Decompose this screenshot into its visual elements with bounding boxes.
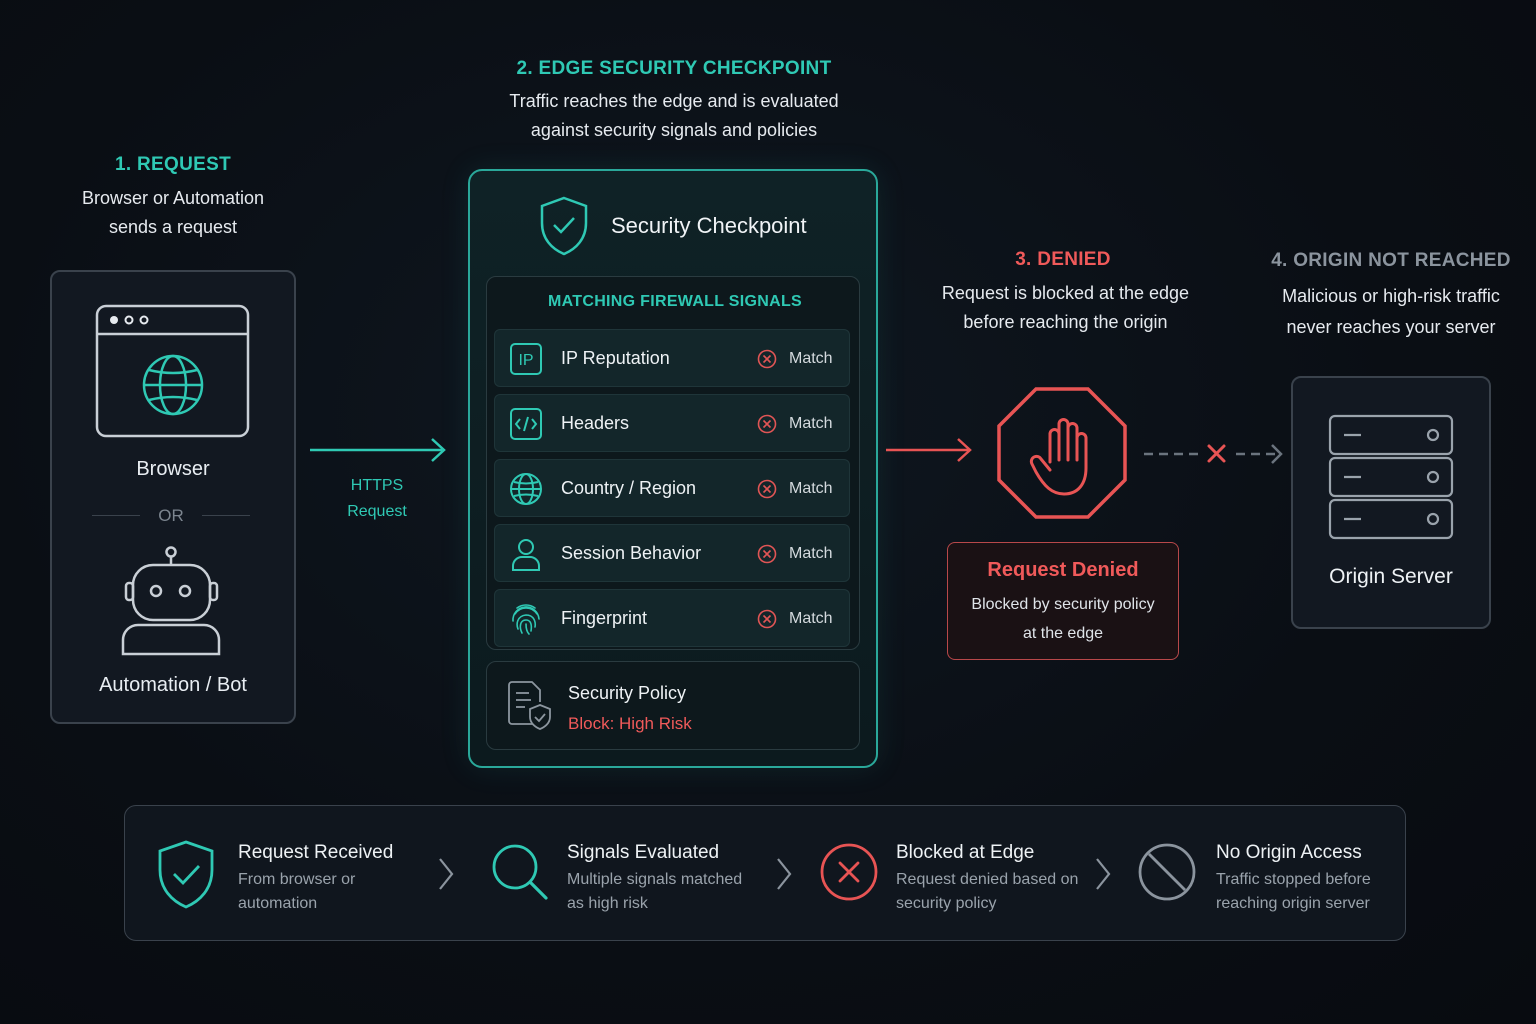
policy-document-icon [508,681,551,730]
denied-arrow-icon [886,438,972,462]
signal-label: Fingerprint [561,608,648,628]
client-card [50,270,296,724]
step4-title: 4. ORIGIN NOT REACHED [1271,250,1511,271]
summary-desc: From browser or automation [238,868,355,916]
summary-desc-line2: as high risk [567,895,648,912]
code-icon [510,408,542,440]
globe-icon [510,473,542,505]
summary-desc: Multiple signals matched as high risk [567,868,742,916]
protocol-label: HTTPS [350,477,404,494]
signal-label: Session Behavior [561,543,702,563]
signal-row-ip-reputation: IP IP Reputation Match [494,329,850,387]
blocked-path-arrow-icon [1144,444,1283,464]
step1-desc-line2: sends a request [108,217,238,237]
x-circle-icon [757,544,777,564]
denied-title: Request Denied [987,559,1139,581]
globe-icon [142,354,204,416]
step1-desc-line1: Browser or Automation [81,188,265,208]
shield-check-icon [540,196,588,256]
request-denied-box [947,542,1179,660]
denied-desc: Blocked by security policy at the edge [947,590,1179,648]
signal-status: Match [789,350,833,367]
shield-check-icon [158,840,214,909]
signal-row-headers: Headers Match [494,394,850,452]
summary-desc-line1: From browser or [238,871,356,888]
signal-status: Match [789,415,833,432]
checkpoint-title: Security Checkpoint [611,213,807,238]
browser-label: Browser [136,458,210,480]
summary-desc: Traffic stopped before reaching origin s… [1216,868,1371,916]
summary-title: Blocked at Edge [896,842,1035,863]
https-request-label: HTTPS Request [320,473,434,525]
summary-desc-line1: Traffic stopped before [1216,871,1371,888]
policy-value: Block: High Risk [568,714,692,733]
step2-desc: Traffic reaches the edge and is evaluate… [450,87,898,145]
stop-hand-icon [997,387,1127,519]
signal-label: IP Reputation [561,348,670,368]
chevron-right-icon [1096,858,1111,890]
policy-title: Security Policy [568,683,687,703]
step2-title: 2. EDGE SECURITY CHECKPOINT [516,58,832,79]
security-policy-panel [486,661,860,750]
or-label: OR [158,506,184,525]
origin-server-card [1291,376,1491,629]
browser-window-icon [95,304,250,438]
server-icon [1328,414,1454,540]
x-circle-icon [757,479,777,499]
fingerprint-icon [512,604,540,635]
no-entry-icon [1138,843,1196,901]
step2-desc-line2: against security signals and policies [530,120,818,140]
or-divider-right [202,515,250,516]
step3-desc-line1: Request is blocked at the edge [941,283,1190,303]
summary-bar [124,805,1406,941]
magnifier-icon [492,844,548,900]
chevron-right-icon [439,858,454,890]
https-arrow-icon [310,438,446,462]
x-circle-icon [757,609,777,629]
signal-row-fingerprint: Fingerprint Match [494,589,850,647]
request-label: Request [347,503,407,520]
x-circle-icon [820,843,878,901]
signal-row-session-behavior: Session Behavior Match [494,524,850,582]
ip-icon-text: IP [518,352,533,369]
summary-desc-line1: Request denied based on [896,871,1079,888]
chevron-right-icon [777,858,792,890]
ip-icon: IP [510,343,542,375]
signal-row-country-region: Country / Region Match [494,459,850,517]
denied-desc-line1: Blocked by security policy [971,596,1155,613]
signal-label: Country / Region [561,478,697,498]
step4-desc-line2: never reaches your server [1286,317,1496,337]
bot-label: Automation / Bot [99,674,247,696]
signals-heading: MATCHING FIREWALL SIGNALS [547,293,802,310]
step1-desc: Browser or Automation sends a request [48,184,298,242]
origin-label: Origin Server [1329,565,1453,588]
or-divider-left [92,515,140,516]
summary-title: No Origin Access [1216,842,1362,863]
signal-status: Match [789,610,833,627]
step3-title: 3. DENIED [1015,249,1111,270]
signal-status: Match [789,545,833,562]
summary-title: Request Received [238,842,394,863]
summary-desc-line2: security policy [896,895,997,912]
x-circle-icon [757,349,777,369]
signal-status: Match [789,480,833,497]
step3-desc-line2: before reaching the origin [963,312,1168,332]
denied-desc-line2: at the edge [1022,625,1104,642]
summary-desc-line2: reaching origin server [1216,895,1370,912]
step3-desc: Request is blocked at the edge before re… [928,279,1203,337]
step2-desc-line1: Traffic reaches the edge and is evaluate… [509,91,839,111]
robot-icon [121,546,221,656]
summary-desc-line2: automation [238,895,318,912]
step4-desc: Malicious or high-risk traffic never rea… [1255,281,1527,343]
summary-title: Signals Evaluated [567,842,720,863]
signal-label: Headers [561,413,630,433]
x-circle-icon [757,414,777,434]
summary-desc: Request denied based on security policy [896,868,1078,916]
step4-desc-line1: Malicious or high-risk traffic [1282,286,1500,306]
step1-title: 1. REQUEST [115,154,231,175]
summary-desc-line1: Multiple signals matched [567,871,743,888]
user-icon [512,539,540,571]
